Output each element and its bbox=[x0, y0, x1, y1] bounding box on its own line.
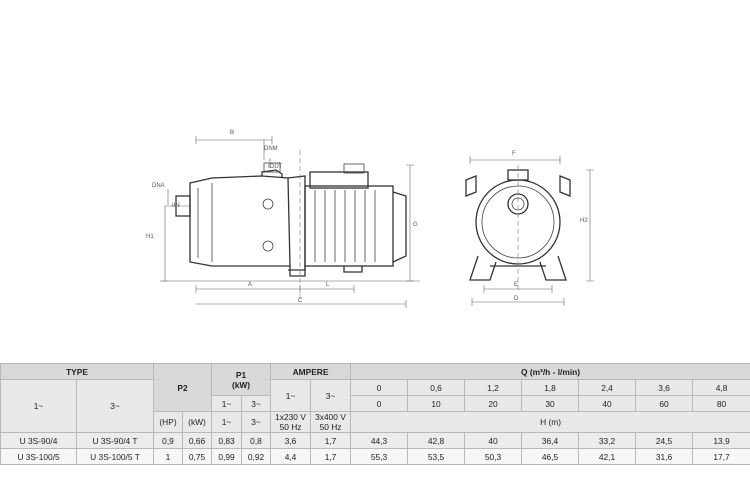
dim-label-h2: H2 bbox=[580, 218, 588, 224]
head-value: 13,9 bbox=[692, 432, 750, 449]
p1-3-phase: 3~ bbox=[240, 395, 272, 412]
dim-label-e: E bbox=[514, 282, 518, 288]
amp-1-value: 3,6 bbox=[270, 432, 312, 449]
type-3-phase: 3~ bbox=[76, 379, 154, 433]
head-value: 46,5 bbox=[521, 448, 580, 465]
dim-label-dna: DNA bbox=[152, 183, 165, 189]
dim-label-a: A bbox=[248, 282, 252, 288]
dim-label-l: L bbox=[326, 282, 330, 288]
p2-hp-value: 1 bbox=[153, 448, 183, 465]
amp-3-phase: 3~ bbox=[310, 379, 352, 412]
p2-kw-value: 0,66 bbox=[182, 432, 212, 449]
p2-header: P2 bbox=[153, 363, 212, 412]
type-1-phase: 1~ bbox=[0, 379, 77, 433]
head-value: 36,4 bbox=[521, 432, 580, 449]
q-header: Q (m³/h - l/min) bbox=[350, 363, 750, 380]
type-header: TYPE bbox=[0, 363, 154, 380]
dim-label-d: D bbox=[514, 296, 519, 302]
dim-label-h1: H1 bbox=[146, 234, 154, 240]
amp-voltage-1: 1x230 V 50 Hz bbox=[270, 411, 312, 433]
p2-hp-value: 0,9 bbox=[153, 432, 183, 449]
p2-unit-hp: (HP) bbox=[153, 411, 183, 433]
dim-label-f: F bbox=[512, 151, 516, 157]
dim-label-dnm: DNM bbox=[264, 146, 278, 152]
q-lmin-cell: 40 bbox=[578, 395, 637, 412]
head-value: 24,5 bbox=[635, 432, 694, 449]
amp-3-value: 1,7 bbox=[310, 432, 352, 449]
head-value: 42,8 bbox=[407, 432, 466, 449]
head-value: 31,6 bbox=[635, 448, 694, 465]
q-m3h-cell: 2,4 bbox=[578, 379, 637, 396]
q-lmin-cell: 30 bbox=[521, 395, 580, 412]
head-value: 55,3 bbox=[350, 448, 409, 465]
p1-3-value: 0,92 bbox=[240, 448, 272, 465]
pump-front-view: F H2 E D bbox=[465, 151, 594, 306]
amp-3-value: 1,7 bbox=[310, 448, 352, 465]
q-lmin-cell: 80 bbox=[692, 395, 750, 412]
q-lmin-cell: 0 bbox=[350, 395, 409, 412]
head-value: 40 bbox=[464, 432, 523, 449]
type-3-value: U 3S-90/4 T bbox=[76, 432, 154, 449]
pump-dimension-drawing: B DNM IOUT DNA IIN H1 G A L C F H2 E D bbox=[146, 130, 594, 308]
p2-kw-value: 0,75 bbox=[182, 448, 212, 465]
p1-unit-3: 3~ bbox=[240, 411, 272, 433]
amp-1-phase: 1~ bbox=[270, 379, 312, 412]
q-lmin-cell: 10 bbox=[407, 395, 466, 412]
p2-unit-kw: (kW) bbox=[182, 411, 212, 433]
table-row: U 3S-100/5 U 3S-100/5 T 1 0,75 0,99 0,92… bbox=[0, 448, 750, 465]
dim-label-iin: IIN bbox=[172, 203, 180, 209]
head-value: 17,7 bbox=[692, 448, 750, 465]
head-value: 33,2 bbox=[578, 432, 637, 449]
dim-label-b: B bbox=[230, 130, 234, 136]
head-value: 53,5 bbox=[407, 448, 466, 465]
dim-label-c: C bbox=[298, 298, 303, 304]
pump-side-view: B DNM IOUT DNA IIN H1 G A L C bbox=[146, 130, 420, 308]
table-row: U 3S-90/4 U 3S-90/4 T 0,9 0,66 0,83 0,8 … bbox=[0, 432, 750, 449]
h-header: H (m) bbox=[350, 411, 750, 433]
type-1-value: U 3S-100/5 bbox=[0, 448, 77, 465]
head-value: 44,3 bbox=[350, 432, 409, 449]
dim-label-iout: IOUT bbox=[268, 164, 283, 170]
q-m3h-cell: 0 bbox=[350, 379, 409, 396]
head-value: 50,3 bbox=[464, 448, 523, 465]
p1-3-value: 0,8 bbox=[240, 432, 272, 449]
q-m3h-cell: 1,2 bbox=[464, 379, 523, 396]
type-1-value: U 3S-90/4 bbox=[0, 432, 77, 449]
p1-1-phase: 1~ bbox=[211, 395, 242, 412]
q-lmin-cell: 20 bbox=[464, 395, 523, 412]
q-m3h-cell: 1,8 bbox=[521, 379, 580, 396]
type-3-value: U 3S-100/5 T bbox=[76, 448, 154, 465]
q-m3h-cell: 3,6 bbox=[635, 379, 694, 396]
ampere-header: AMPERE bbox=[270, 363, 352, 380]
pump-performance-table: TYPE P2 P1 (kW) AMPERE Q (m³/h - l/min) … bbox=[0, 363, 750, 465]
amp-voltage-3: 3x400 V 50 Hz bbox=[310, 411, 352, 433]
head-value: 42,1 bbox=[578, 448, 637, 465]
p1-1-value: 0,83 bbox=[211, 432, 242, 449]
p1-1-value: 0,99 bbox=[211, 448, 242, 465]
amp-1-value: 4,4 bbox=[270, 448, 312, 465]
dim-label-g: G bbox=[413, 222, 418, 228]
q-lmin-cell: 60 bbox=[635, 395, 694, 412]
p1-header: P1 (kW) bbox=[210, 363, 272, 396]
q-m3h-cell: 0,6 bbox=[407, 379, 466, 396]
q-m3h-cell: 4,8 bbox=[692, 379, 750, 396]
p1-unit-1: 1~ bbox=[211, 411, 242, 433]
